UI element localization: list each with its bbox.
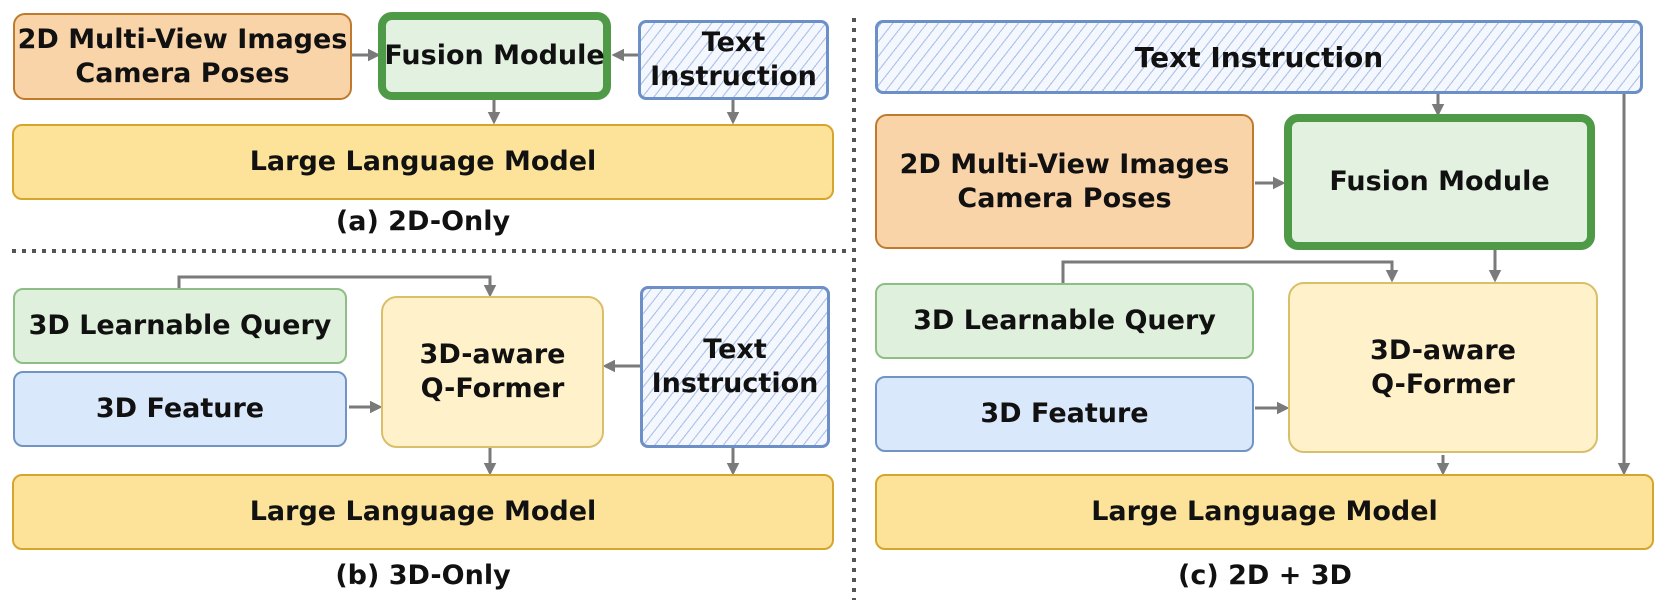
b-text-line1: Text xyxy=(703,334,767,366)
a-text-line2: Instruction xyxy=(650,61,817,92)
c-images-line1: 2D Multi-View Images xyxy=(899,148,1230,180)
c-learnable-query-box: 3D Learnable Query xyxy=(875,283,1254,359)
b-qformer-line2: Q-Former xyxy=(420,373,565,404)
a-llm-box: Large Language Model xyxy=(12,124,834,200)
c-qformer-line1: 3D-aware xyxy=(1370,334,1516,366)
b-feature-label: 3D Feature xyxy=(95,393,265,425)
a-images-line1: 2D Multi-View Images xyxy=(17,23,348,55)
c-text-instruction-box: Text Instruction xyxy=(875,20,1643,94)
a-llm-label: Large Language Model xyxy=(249,146,597,178)
c-caption: (c) 2D + 3D xyxy=(1178,560,1352,591)
a-images-box: 2D Multi-View Images Camera Poses xyxy=(13,13,352,100)
a-text-instruction-box: Text Instruction xyxy=(638,20,829,100)
c-images-line2: Camera Poses xyxy=(957,182,1172,214)
c-text-label: Text Instruction xyxy=(1134,40,1384,74)
c-llm-box: Large Language Model xyxy=(875,474,1654,550)
c-qformer-line2: Q-Former xyxy=(1371,368,1515,400)
c-query-label: 3D Learnable Query xyxy=(913,305,1216,337)
arrow-b-query-to-qformer xyxy=(177,275,497,298)
b-llm-box: Large Language Model xyxy=(12,474,834,550)
c-3d-feature-box: 3D Feature xyxy=(875,376,1254,452)
a-images-line2: Camera Poses xyxy=(75,57,290,89)
c-fusion-label: Fusion Module xyxy=(1329,166,1550,198)
b-qformer-box: 3D-aware Q-Former xyxy=(381,296,604,448)
a-fusion-module-box: Fusion Module xyxy=(378,12,611,100)
b-learnable-query-box: 3D Learnable Query xyxy=(13,288,347,364)
c-fusion-module-box: Fusion Module xyxy=(1284,114,1595,250)
c-images-box: 2D Multi-View Images Camera Poses xyxy=(875,114,1254,249)
c-qformer-box: 3D-aware Q-Former xyxy=(1288,282,1598,453)
a-text-line1: Text xyxy=(701,27,766,59)
a-caption: (a) 2D-Only xyxy=(335,206,511,237)
b-qformer-line1: 3D-aware xyxy=(419,339,566,371)
b-llm-label: Large Language Model xyxy=(249,496,597,528)
b-text-line2: Instruction xyxy=(651,368,819,399)
b-caption: (b) 3D-Only xyxy=(335,560,511,591)
b-text-instruction-box: Text Instruction xyxy=(640,286,830,448)
arrow-c-query-to-qformer xyxy=(1061,260,1399,283)
a-fusion-label: Fusion Module xyxy=(384,40,605,72)
c-llm-label: Large Language Model xyxy=(1091,496,1438,528)
c-feature-label: 3D Feature xyxy=(980,398,1149,430)
b-3d-feature-box: 3D Feature xyxy=(13,371,347,447)
b-query-label: 3D Learnable Query xyxy=(28,310,332,342)
